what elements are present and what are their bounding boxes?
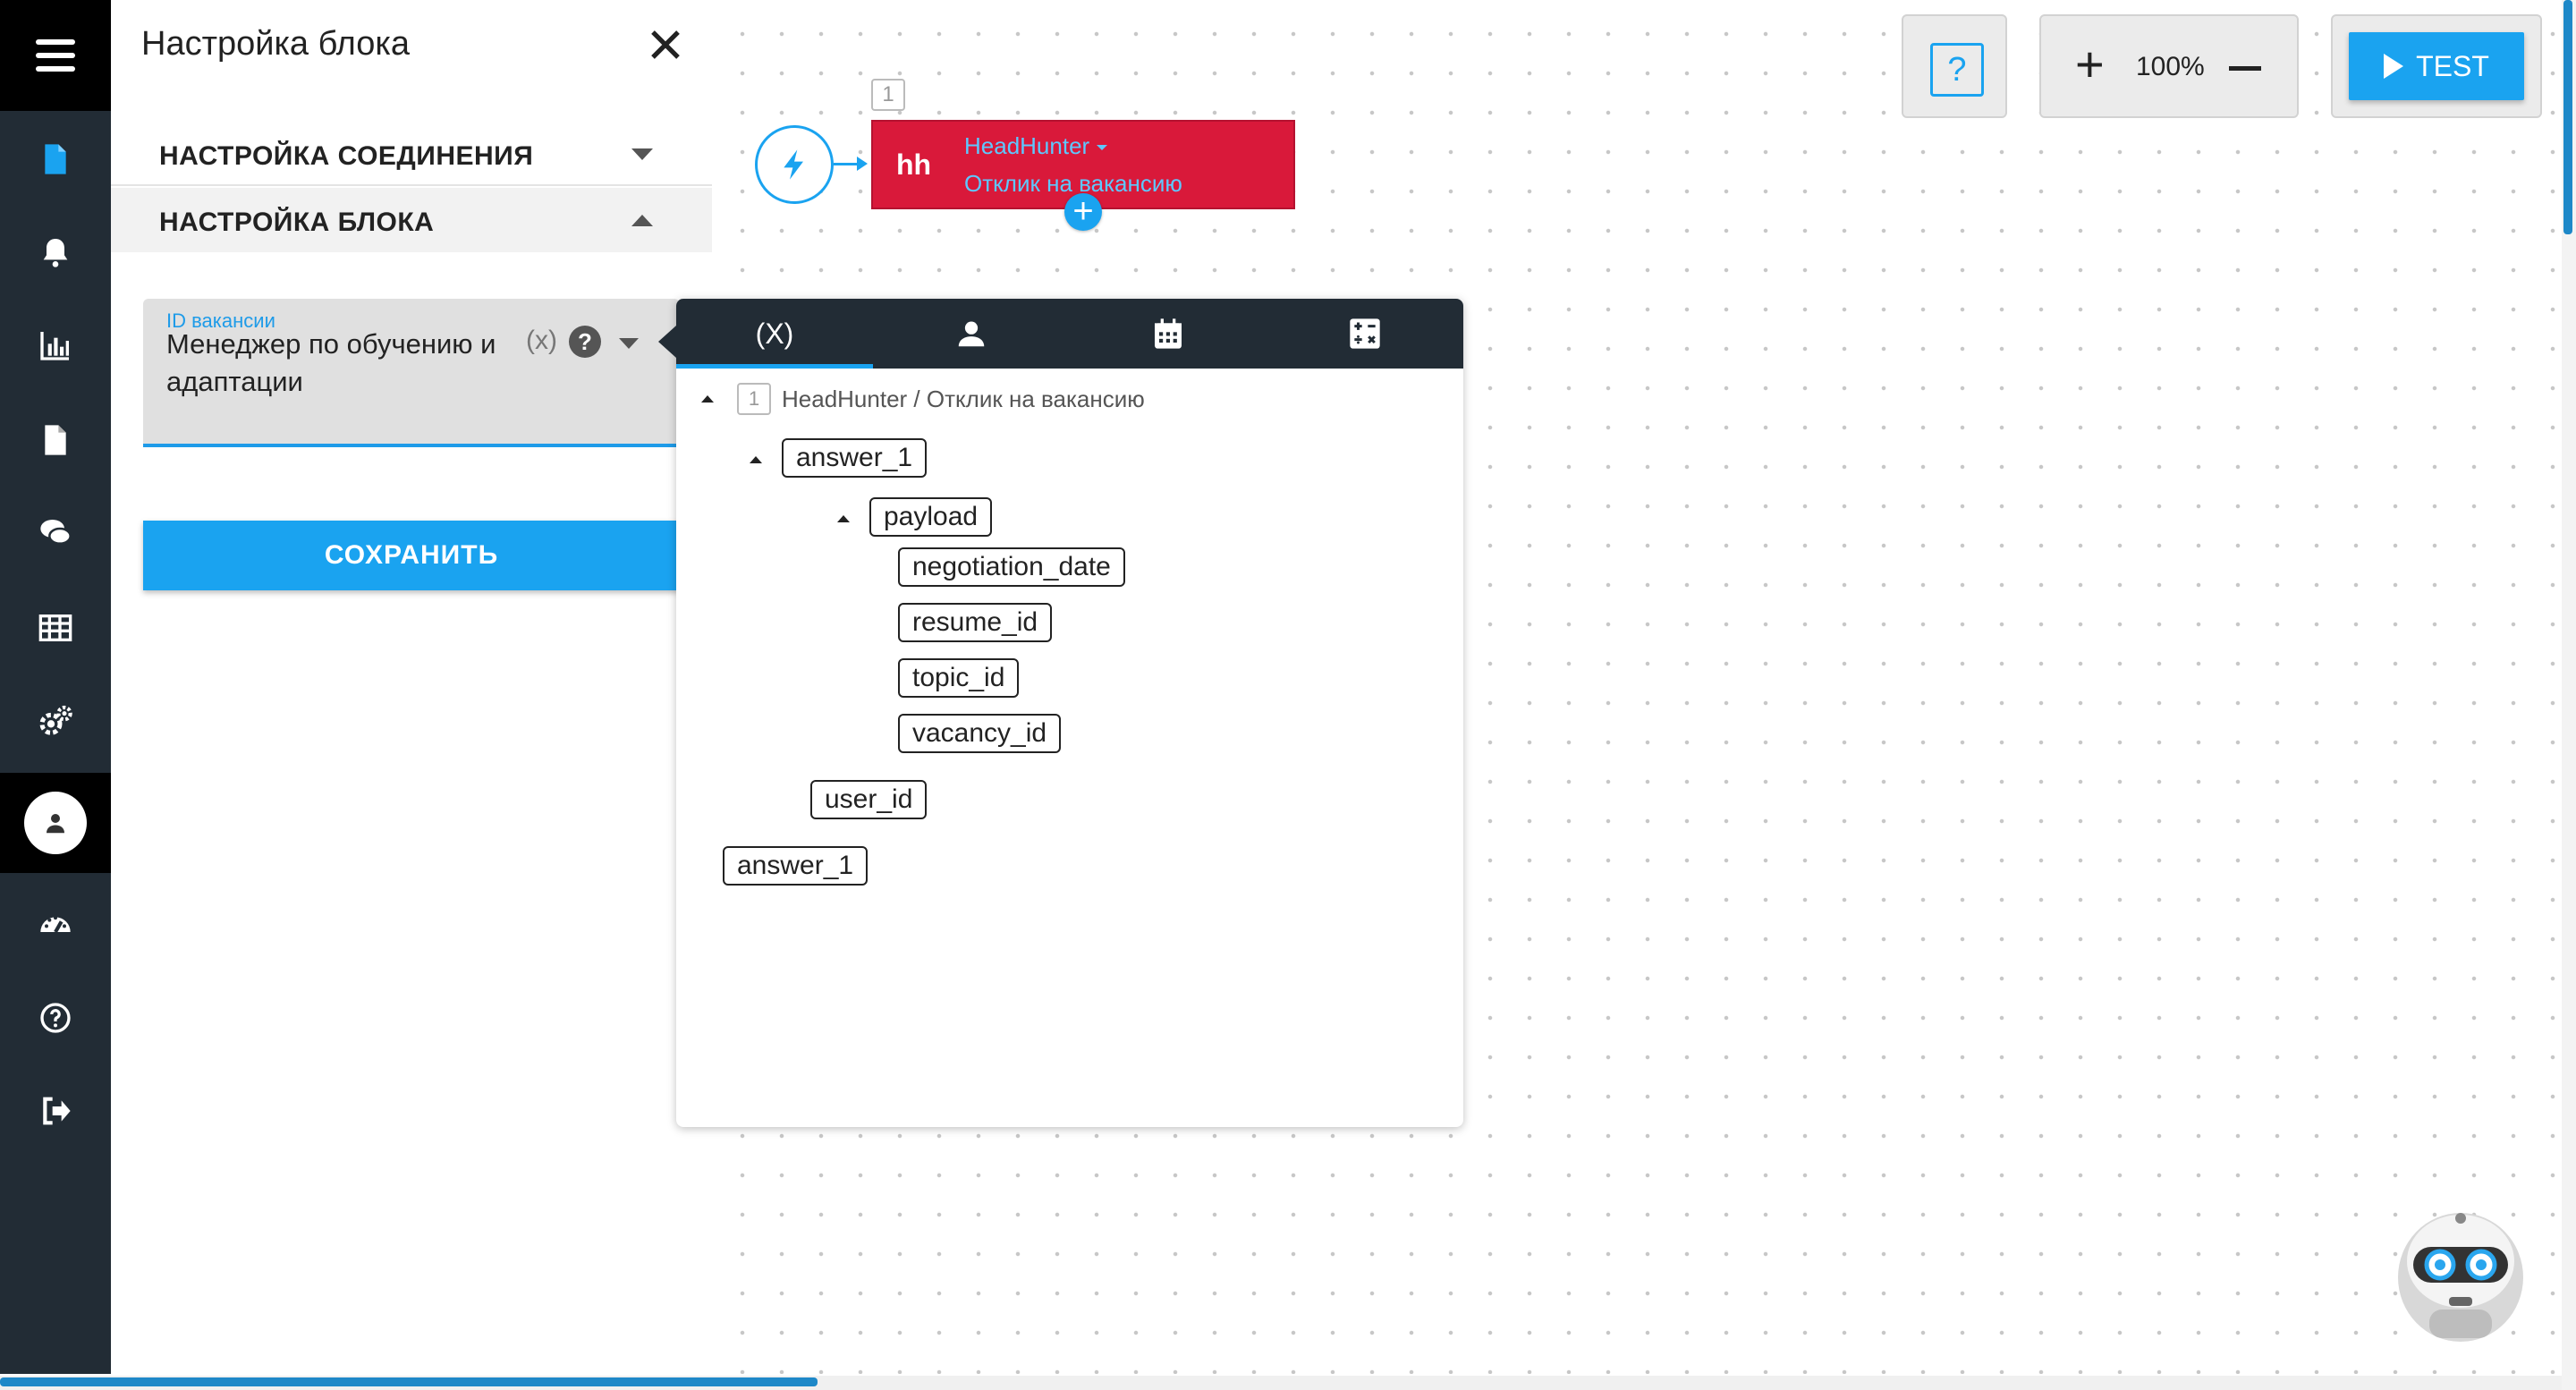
person-icon [958, 321, 985, 347]
flow-canvas[interactable]: ? + 100% TEST 1 hh HeadHunter Отклик на … [712, 0, 2562, 1374]
panel-header: Настройка блока [111, 0, 712, 111]
zoom-toolbar: + 100% [2039, 14, 2299, 118]
help-toolbar: ? [1902, 14, 2007, 118]
close-icon[interactable] [644, 23, 687, 66]
popup-pointer [658, 326, 676, 358]
variable-answer-1[interactable]: answer_1 [782, 438, 928, 478]
variable-payload[interactable]: payload [869, 497, 993, 537]
left-nav [0, 0, 111, 1374]
nav-documents[interactable] [0, 114, 111, 204]
vertical-scrollbar[interactable] [2562, 0, 2576, 1390]
avatar [24, 792, 87, 854]
block-service-dropdown[interactable]: HeadHunter [964, 132, 1108, 160]
connector-line [834, 163, 862, 165]
vacancy-id-field[interactable]: ID вакансии Менеджер по обучению и адапт… [143, 299, 680, 447]
save-button[interactable]: СОХРАНИТЬ [143, 521, 680, 590]
block-action[interactable]: Отклик на вакансию [964, 170, 1182, 197]
nav-logout[interactable] [0, 1066, 111, 1156]
document-icon [45, 144, 66, 174]
variable-topic-id[interactable]: topic_id [898, 658, 1020, 698]
hh-logo: hh [896, 148, 932, 181]
nav-tables[interactable] [0, 583, 111, 673]
collapse-icon[interactable] [701, 395, 714, 403]
test-button-label: TEST [2416, 49, 2489, 82]
zoom-level: 100% [2136, 52, 2205, 81]
zoom-in-button[interactable]: + [2075, 36, 2105, 92]
test-button[interactable]: TEST [2349, 32, 2524, 100]
chat-icon [40, 520, 72, 545]
accordion-block-settings[interactable]: НАСТРОЙКА БЛОКА [111, 188, 712, 252]
variable-answer-1-root[interactable]: answer_1 [723, 846, 869, 886]
table-icon [38, 614, 72, 641]
assistant-robot-icon[interactable] [2394, 1199, 2528, 1343]
variable-toggle[interactable]: (x) [526, 326, 557, 355]
bar-chart-icon [40, 332, 69, 360]
chevron-up-icon [631, 215, 653, 226]
connector-arrow [857, 157, 868, 171]
lightning-icon [784, 149, 803, 180]
accordion-label: НАСТРОЙКА БЛОКА [159, 208, 435, 237]
variables-popup: (X) 1 HeadHunter / Отклик на вакансию an… [658, 299, 1463, 1127]
chevron-down-icon [631, 148, 653, 160]
file-icon [45, 425, 66, 455]
nav-settings[interactable] [0, 676, 111, 766]
variable-resume-id[interactable]: resume_id [898, 603, 1053, 642]
nav-dashboard[interactable] [0, 878, 111, 968]
panel-title: Настройка блока [141, 25, 411, 63]
field-label: ID вакансии [166, 309, 275, 332]
vertical-scroll-thumb[interactable] [2563, 0, 2572, 234]
tree-step-path: HeadHunter / Отклик на вакансию [782, 385, 1145, 412]
collapse-icon[interactable] [837, 515, 850, 522]
help-icon[interactable]: ? [569, 326, 601, 358]
nav-help[interactable] [0, 973, 111, 1063]
calendar-icon [1155, 318, 1182, 349]
dashboard-icon [40, 916, 71, 934]
collapse-icon[interactable] [750, 456, 762, 463]
trigger-node[interactable] [755, 125, 834, 204]
horizontal-scroll-thumb[interactable] [0, 1377, 818, 1386]
tab-variables[interactable]: (X) [676, 299, 873, 369]
tab-math[interactable] [1267, 299, 1463, 369]
nav-analytics[interactable] [0, 301, 111, 390]
test-toolbar: TEST [2331, 14, 2542, 118]
nav-profile[interactable] [0, 773, 111, 873]
popup-tabs: (X) [676, 299, 1463, 369]
chevron-down-icon[interactable] [619, 338, 639, 349]
user-icon [47, 814, 64, 834]
step-number: 1 [737, 383, 771, 415]
play-icon [2384, 54, 2404, 79]
variable-negotiation-date[interactable]: negotiation_date [898, 547, 1125, 587]
active-tab-indicator [676, 364, 873, 369]
help-circle-icon [40, 1003, 71, 1033]
tree-step-header[interactable]: 1 HeadHunter / Отклик на вакансию [701, 383, 1145, 415]
headhunter-block[interactable]: hh HeadHunter Отклик на вакансию [871, 120, 1295, 209]
logout-icon [43, 1097, 71, 1125]
menu-icon [36, 39, 75, 72]
zoom-out-button[interactable] [2229, 66, 2261, 71]
variable-user-id[interactable]: user_id [810, 780, 928, 819]
step-number: 1 [871, 79, 905, 111]
block-settings-panel: Настройка блока НАСТРОЙКА СОЕДИНЕНИЯ НАС… [111, 0, 712, 1374]
tab-date[interactable] [1070, 299, 1267, 369]
variable-vacancy-id[interactable]: vacancy_id [898, 714, 1062, 753]
nav-notifications[interactable] [0, 208, 111, 297]
caret-down-icon [1097, 145, 1108, 151]
help-button[interactable]: ? [1930, 43, 1984, 97]
gears-icon [39, 705, 72, 735]
calculator-icon [1350, 318, 1380, 349]
tab-user[interactable] [873, 299, 1070, 369]
field-value[interactable]: Менеджер по обучению и адаптации [166, 328, 496, 397]
add-step-button[interactable]: + [1064, 193, 1102, 231]
menu-button[interactable] [0, 0, 111, 111]
nav-chat[interactable] [0, 488, 111, 578]
accordion-label: НАСТРОЙКА СОЕДИНЕНИЯ [159, 141, 534, 171]
bell-icon [43, 239, 68, 267]
accordion-connection-settings[interactable]: НАСТРОЙКА СОЕДИНЕНИЯ [111, 122, 712, 186]
nav-files[interactable] [0, 395, 111, 485]
